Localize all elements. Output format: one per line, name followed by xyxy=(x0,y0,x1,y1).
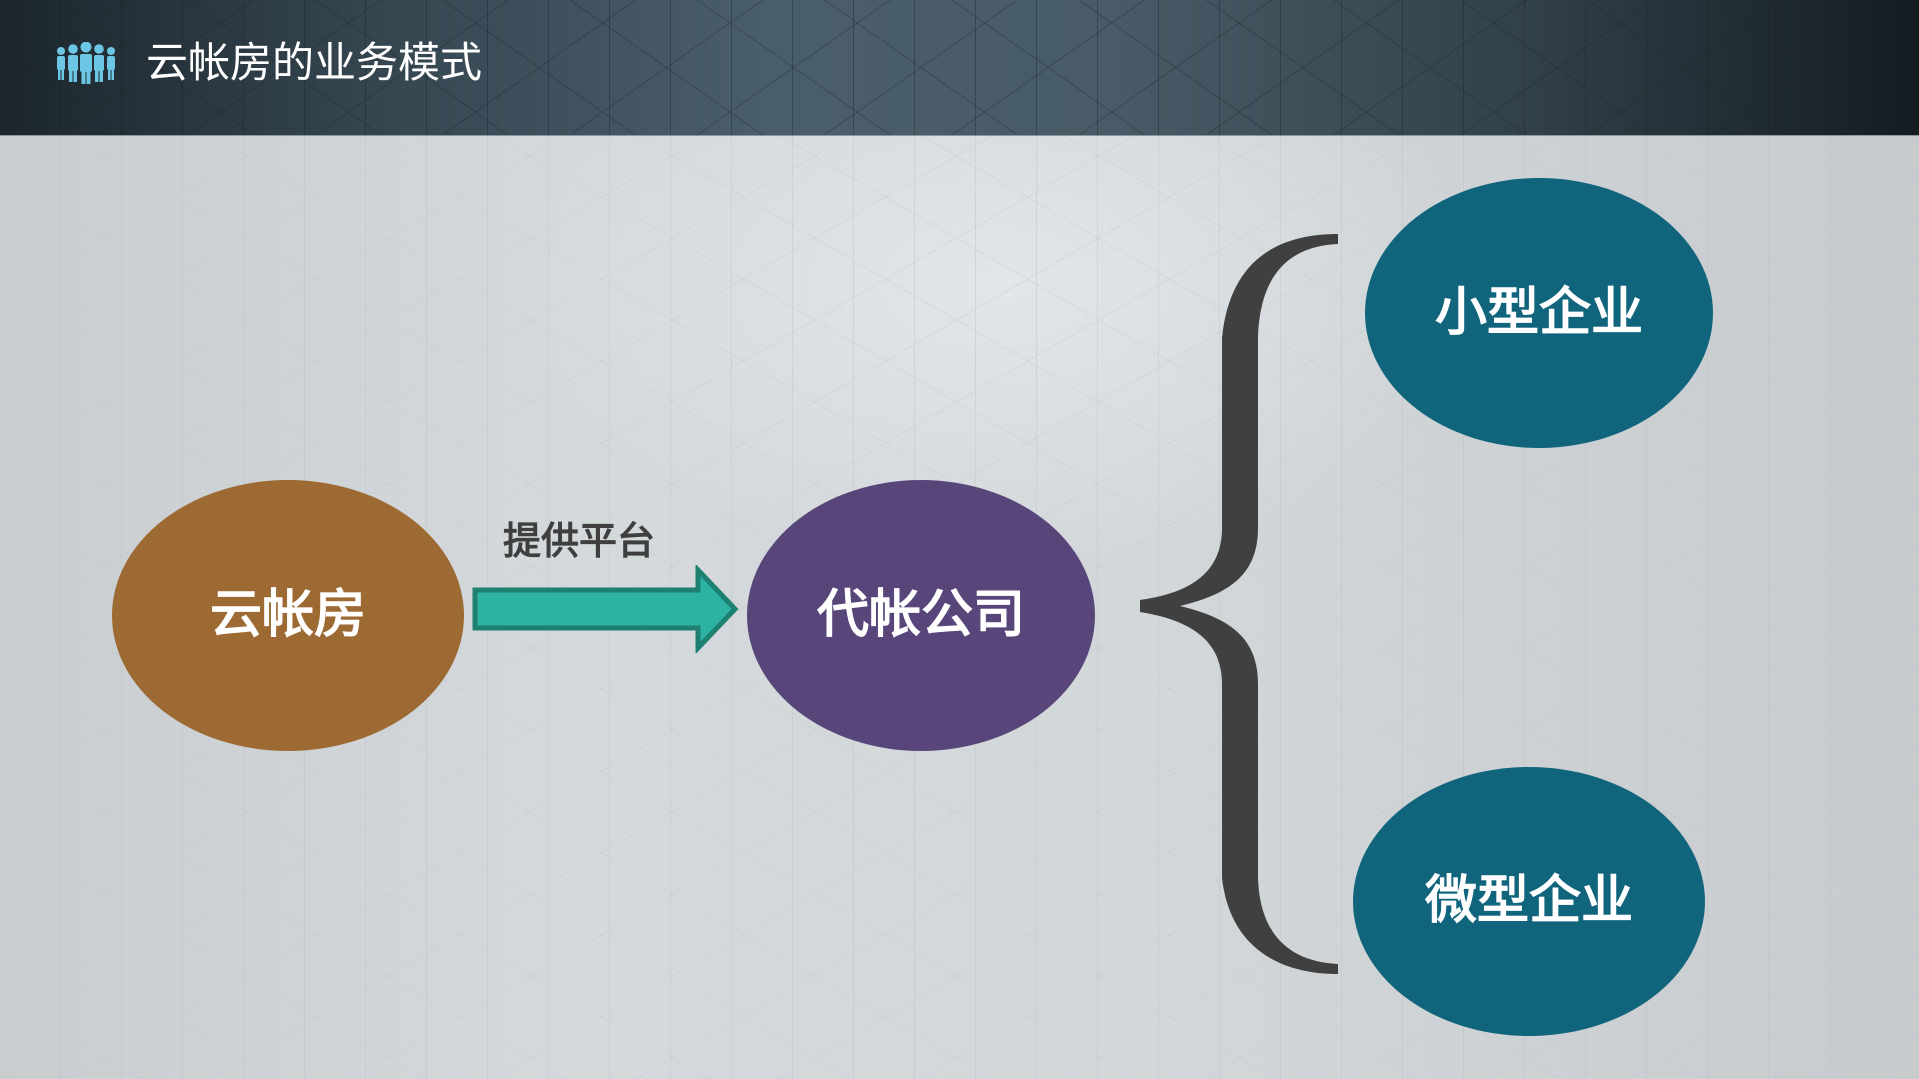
slide-title: 云帐房的业务模式 xyxy=(146,38,483,87)
node-small-enterprise: 小型企业 xyxy=(1365,178,1713,448)
node-yunzhangfang: 云帐房 xyxy=(112,480,464,751)
slide-header: 云帐房的业务模式 xyxy=(0,0,1919,136)
node-label: 云帐房 xyxy=(209,585,366,645)
node-label: 代帐公司 xyxy=(816,585,1025,645)
node-micro-enterprise: 微型企业 xyxy=(1353,767,1705,1036)
node-label: 微型企业 xyxy=(1424,871,1633,931)
node-label: 小型企业 xyxy=(1434,282,1643,343)
right-arrow-icon xyxy=(472,565,739,653)
node-agency: 代帐公司 xyxy=(747,480,1095,751)
people-group-icon xyxy=(57,42,115,84)
curly-brace-icon xyxy=(1140,234,1338,974)
edge-label: 提供平台 xyxy=(503,519,656,563)
